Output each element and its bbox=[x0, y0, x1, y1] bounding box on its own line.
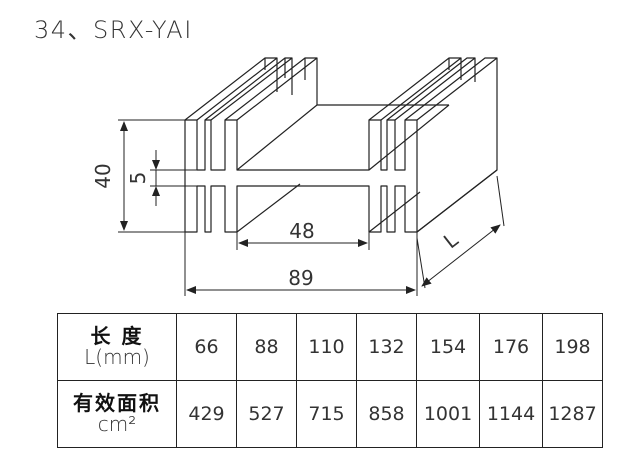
heatsink-drawing: 40 5 48 89 L bbox=[91, 57, 505, 296]
length-cell: 66 bbox=[176, 313, 237, 381]
length-cell: 88 bbox=[236, 313, 297, 381]
length-cell: 176 bbox=[479, 313, 543, 381]
heatsink-front-profile bbox=[184, 119, 418, 233]
area-cell: 1287 bbox=[542, 380, 603, 448]
row-label-length-en: L(mm) bbox=[84, 345, 150, 369]
length-cell: 110 bbox=[296, 313, 357, 381]
row-label-length: 长 度 L(mm) bbox=[57, 313, 177, 381]
length-cell: 132 bbox=[356, 313, 417, 381]
dim-height-label: 40 bbox=[91, 163, 115, 188]
base-bottom-edge bbox=[236, 169, 498, 233]
table-row-length: 长 度 L(mm) 66 88 110 132 154 176 198 bbox=[57, 313, 603, 381]
fin-depth-lines-right bbox=[368, 57, 498, 233]
dim-inner-label: 48 bbox=[289, 219, 314, 243]
base-top-surface bbox=[236, 104, 450, 171]
row-label-area-en: cm² bbox=[97, 412, 137, 436]
table-row-area: 有效面积 cm² 429 527 715 858 1001 1144 1287 bbox=[57, 380, 603, 448]
dim-length-label: L bbox=[439, 227, 463, 253]
area-cell: 527 bbox=[236, 380, 297, 448]
spec-table: 长 度 L(mm) 66 88 110 132 154 176 198 有效面积… bbox=[57, 313, 603, 448]
dim-slot-label: 5 bbox=[126, 172, 150, 185]
row-label-area-zh: 有效面积 bbox=[73, 391, 161, 415]
fin-depth-lines-left bbox=[184, 57, 318, 121]
area-cell: 858 bbox=[356, 380, 417, 448]
row-label-area: 有效面积 cm² bbox=[57, 380, 177, 448]
area-cell: 1144 bbox=[479, 380, 543, 448]
row-label-length-zh: 长 度 bbox=[90, 324, 144, 348]
page-title: 34、SRX-YAI bbox=[34, 16, 193, 44]
area-cell: 429 bbox=[176, 380, 237, 448]
length-cell: 198 bbox=[542, 313, 603, 381]
dim-width-label: 89 bbox=[288, 266, 313, 290]
area-cell: 1001 bbox=[416, 380, 480, 448]
area-cell: 715 bbox=[296, 380, 357, 448]
length-cell: 154 bbox=[416, 313, 480, 381]
